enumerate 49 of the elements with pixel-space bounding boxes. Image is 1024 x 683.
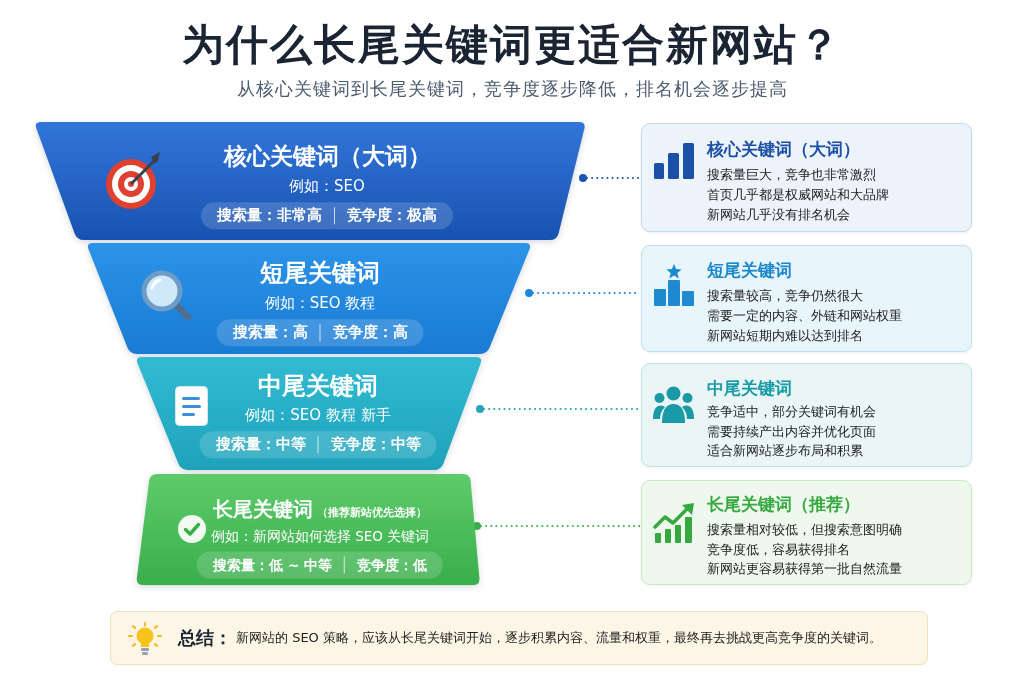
card-text: 搜索量巨大，竞争也非常激烈: [707, 167, 876, 183]
card-text: 新网站更容易获得第一批自然流量: [707, 561, 902, 577]
card-heading: 长尾关键词（推荐）: [707, 493, 860, 515]
summary-bar: [110, 611, 928, 665]
page-title: 为什么长尾关键词更适合新网站？: [182, 19, 842, 71]
card-text: 首页几乎都是权威网站和大品牌: [707, 187, 889, 203]
card-text: 搜索量相对较低，但搜索意图明确: [707, 522, 902, 538]
dotted-connector: [579, 174, 641, 182]
example-text: 例如：SEO: [289, 177, 365, 195]
card-heading: 中尾关键词: [707, 377, 792, 399]
funnel-level: [135, 357, 483, 470]
card-text: 竞争度低，容易获得排名: [707, 541, 850, 558]
level-title: 短尾关键词: [260, 258, 380, 288]
stat-text: 搜索量：低 ~ 中等: [212, 556, 333, 574]
example-text: 例如：SEO 教程: [264, 294, 376, 312]
example-text: 例如：SEO 教程 新手: [245, 406, 391, 424]
summary-text: 新网站的 SEO 策略，应该从长尾关键词开始，逐步积累内容、流量和权重，最终再去挑战更高竞争度的关键词。: [236, 630, 882, 646]
card-text: 新网站短期内难以达到排名: [707, 328, 863, 344]
info-card: [641, 123, 972, 232]
card-text: 需要持续产出内容并优化页面: [707, 423, 876, 440]
card-heading: 核心关键词（大词）: [707, 138, 860, 160]
card-text: 搜索量较高，竞争仍然很大: [707, 288, 863, 304]
card-text: 新网站几乎没有排名机会: [707, 207, 850, 223]
dotted-connector: [476, 405, 641, 413]
dotted-connector: [473, 522, 641, 530]
stat-text: 搜索量：中等: [215, 436, 306, 454]
funnel-level: [86, 243, 532, 354]
stat-text: 竞争度：中等: [317, 436, 421, 454]
level-title: 长尾关键词: [213, 497, 313, 521]
funnel-level: [136, 474, 480, 585]
stat-text: 搜索量：高: [232, 324, 308, 342]
info-card: [641, 480, 972, 585]
card-text: 需要一定的内容、外链和网站权重: [707, 308, 902, 324]
stat-text: 搜索量：非常高: [217, 207, 322, 225]
card-heading: 短尾关键词: [707, 259, 792, 281]
card-text: 适合新网站逐步布局和积累: [707, 443, 863, 459]
stat-text: 竞争度：低: [344, 556, 428, 574]
stat-text: 竞争度：极高: [334, 207, 437, 225]
level-note: （推荐新站优先选择）: [317, 506, 427, 520]
info-card: [641, 245, 972, 352]
card-text: 竞争适中，部分关键词有机会: [707, 404, 876, 420]
summary-label: 总结：: [178, 627, 232, 649]
stat-text: 竞争度：高: [319, 324, 408, 342]
subtitle: 从核心关键词到长尾关键词，竞争度逐步降低，排名机会逐步提高: [236, 78, 788, 100]
level-title: 核心关键词（大词）: [223, 143, 431, 171]
funnel-level: [34, 122, 586, 240]
info-card: [641, 363, 972, 467]
level-title: 中尾关键词: [258, 371, 378, 401]
example-text: 例如：新网站如何选择 SEO 关键词: [210, 527, 430, 545]
